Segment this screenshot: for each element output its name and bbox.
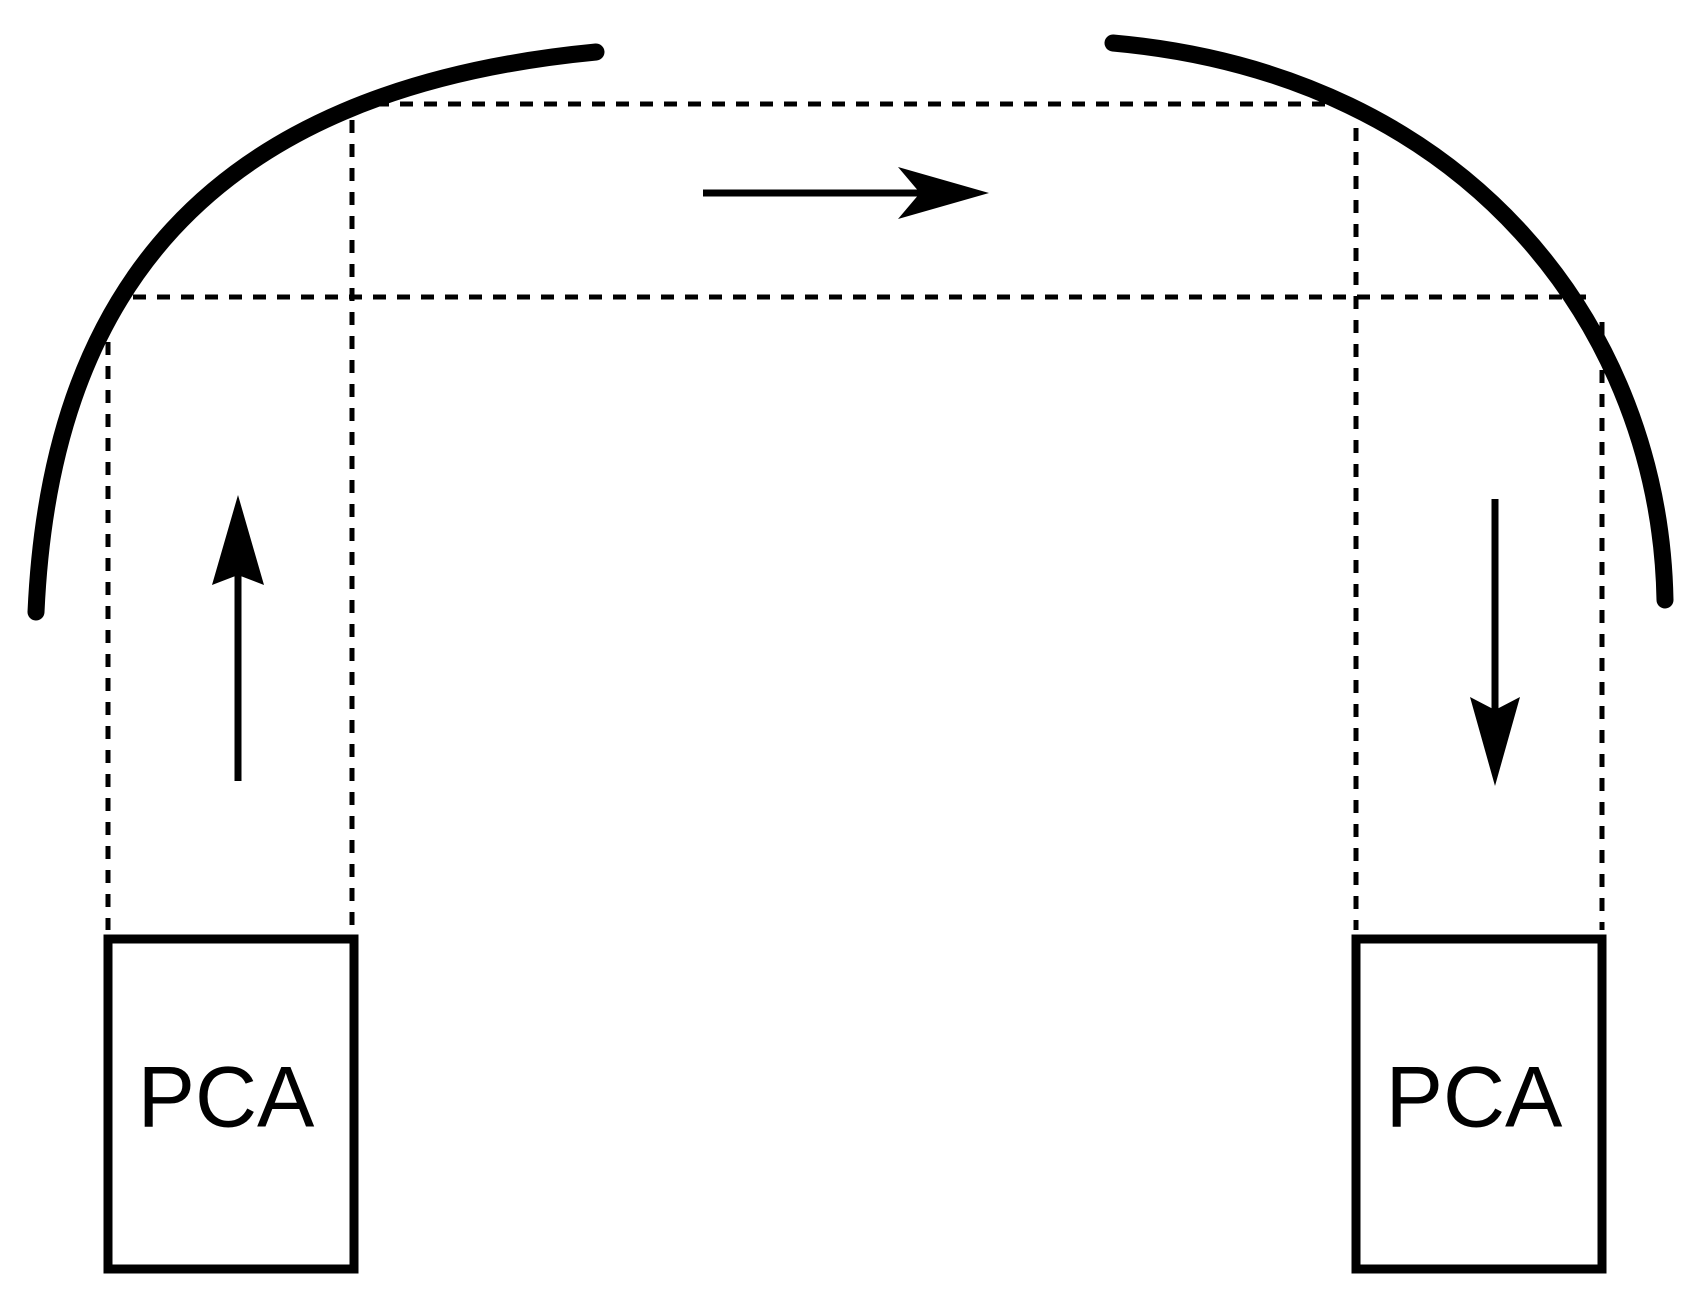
down-arrow	[1470, 499, 1520, 786]
right-arrow	[703, 167, 989, 219]
left-pca-label: PCA	[138, 1050, 315, 1146]
right-pca-box	[1351, 934, 1607, 1274]
right-pca-block: PCA	[1351, 934, 1607, 1274]
up-arrow	[212, 495, 264, 781]
right-arrow-head	[898, 167, 989, 219]
left-pca-block: PCA	[103, 934, 359, 1274]
right-pca-label: PCA	[1386, 1050, 1563, 1146]
dashed-path	[105, 101, 1605, 930]
left-curved-arc	[27, 43, 605, 621]
up-arrow-head	[212, 495, 264, 585]
right-curved-arc	[1104, 34, 1674, 609]
down-arrow-head	[1470, 697, 1520, 786]
left-pca-box	[103, 934, 359, 1274]
